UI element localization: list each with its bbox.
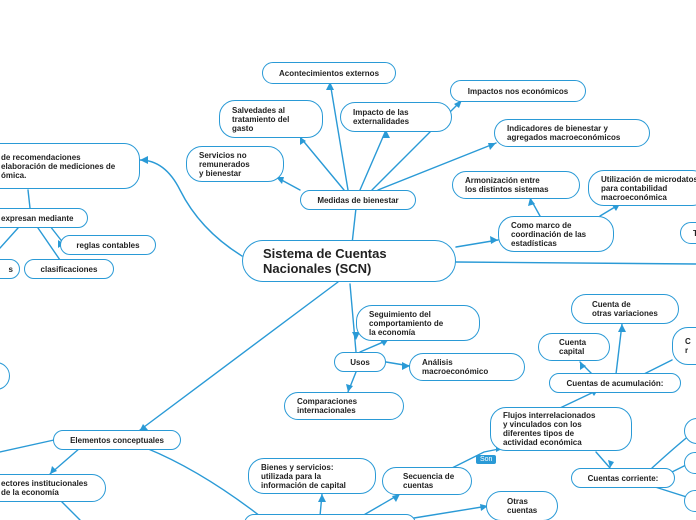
edge-acumulacion-cr <box>643 359 673 375</box>
edge-expresan-left <box>0 227 19 249</box>
arrow-servicios <box>276 177 284 184</box>
node-marco-coordinacion[interactable]: Como marco de coordinación de las estadí… <box>498 216 614 252</box>
edge-medidas-acontecimientos <box>329 81 349 191</box>
edge-expresan-clasificaciones <box>37 227 61 261</box>
arrow-armonizacion <box>528 198 535 206</box>
node-servicios-no-remunerados[interactable]: Servicios no remunerados y bienestar <box>186 146 284 182</box>
node-flujos-interrelacionados[interactable]: Flujos interrelacionados y vinculados co… <box>490 407 632 451</box>
arrow-otras-var <box>618 324 626 332</box>
edge-center-medidas <box>351 207 357 245</box>
node-recomendaciones[interactable]: de recomendaciones elaboración de medici… <box>0 143 140 189</box>
arrow-impactos-no <box>454 100 462 108</box>
node-secuencia-cuentas[interactable]: Secuencia de cuentas <box>382 467 472 495</box>
edge-elementos-left <box>0 439 55 453</box>
edge-medidas-salvedades <box>299 136 345 191</box>
arrow-indicadores <box>488 143 496 150</box>
arrow-corriente <box>608 460 614 468</box>
arrow-marco <box>490 236 498 244</box>
arrow-sectores <box>50 466 57 474</box>
node-cuenta-otras-variaciones[interactable]: Cuenta de otras variaciones <box>571 294 679 324</box>
node-analisis-macro[interactable]: Análisis macroeconómico <box>409 353 525 381</box>
edge-center-right <box>455 261 696 265</box>
node-bienes-servicios[interactable]: Bienes y servicios: utilizada para la in… <box>248 458 376 494</box>
arrow-secuencia <box>392 494 400 502</box>
edge-elementos-bottom <box>145 447 261 517</box>
node-usos[interactable]: Usos <box>334 352 386 372</box>
node-medidas-bienestar[interactable]: Medidas de bienestar <box>300 190 416 210</box>
arrow-seguimiento <box>380 340 388 346</box>
arrow-capital <box>580 362 586 370</box>
node-salvedades[interactable]: Salvedades al tratamiento del gasto <box>219 100 323 138</box>
edge-sectores-down <box>59 499 81 520</box>
node-expresan-mediante[interactable]: expresan mediante <box>0 208 88 228</box>
edge-center-usos <box>349 283 357 353</box>
edge-center-elementos <box>139 281 339 431</box>
arrow-recomendaciones <box>140 156 148 164</box>
node-cuentas-acumulacion[interactable]: Cuentas de acumulación: <box>549 373 681 393</box>
edge-medidas-indicadores <box>377 142 497 191</box>
node-otras-cuentas[interactable]: Otras cuentas <box>486 491 558 520</box>
edge-flujos-corriente <box>595 451 611 469</box>
node-bottom-partial[interactable] <box>244 514 416 520</box>
arrow-bienes <box>318 494 326 502</box>
node-reglas-contables[interactable]: reglas contables <box>60 235 156 255</box>
node-indicadores-bienestar[interactable]: Indicadores de bienestar y agregados mac… <box>494 119 650 147</box>
center-node-scn[interactable]: Sistema de Cuentas Nacionales (SCN) <box>242 240 456 282</box>
edge-center-recomendaciones <box>139 159 243 257</box>
node-impactos-no-economicos[interactable]: Impactos nos económicos <box>450 80 586 102</box>
edge-flujos-acumulacion <box>559 389 599 409</box>
node-microdatos[interactable]: Utilización de microdatos para contabili… <box>588 170 696 206</box>
node-left-partial[interactable]: s <box>0 259 20 279</box>
node-c-right[interactable]: C r <box>672 327 696 365</box>
edge-recomendaciones-expresan <box>27 189 31 209</box>
arrow-comparaciones <box>346 384 353 392</box>
node-sectores-institucionales[interactable]: ectores institucionales de la economía <box>0 474 106 502</box>
node-cuentas-corriente[interactable]: Cuentas corriente: <box>571 468 675 488</box>
node-cuenta-capital[interactable]: Cuenta capital <box>538 333 610 361</box>
node-impacto-externalidades[interactable]: Impacto de las externalidades <box>340 102 452 132</box>
arrow-impacto <box>382 130 390 138</box>
arrow-elementos <box>140 424 148 430</box>
node-t-right[interactable]: T <box>680 222 696 244</box>
arrow-analisis <box>402 362 410 370</box>
edge-bottom-otras <box>413 505 489 519</box>
node-elementos-conceptuales[interactable]: Elementos conceptuales <box>53 430 181 450</box>
node-comparaciones[interactable]: Comparaciones internacionales <box>284 392 404 420</box>
relation-tag-son: Son <box>476 455 497 464</box>
node-clasificaciones[interactable]: clasificaciones <box>24 259 114 279</box>
node-armonizacion[interactable]: Armonización entre los distintos sistema… <box>452 171 580 199</box>
arrow-acontecimientos <box>326 82 334 90</box>
edge-acumulacion-otras <box>615 323 623 375</box>
edge-medidas-impacto <box>359 129 387 191</box>
node-acontecimientos-externos[interactable]: Acontecimientos externos <box>262 62 396 84</box>
arrow-salvedades <box>300 137 306 145</box>
node-seguimiento[interactable]: Seguimiento del comportamiento de la eco… <box>356 305 480 341</box>
